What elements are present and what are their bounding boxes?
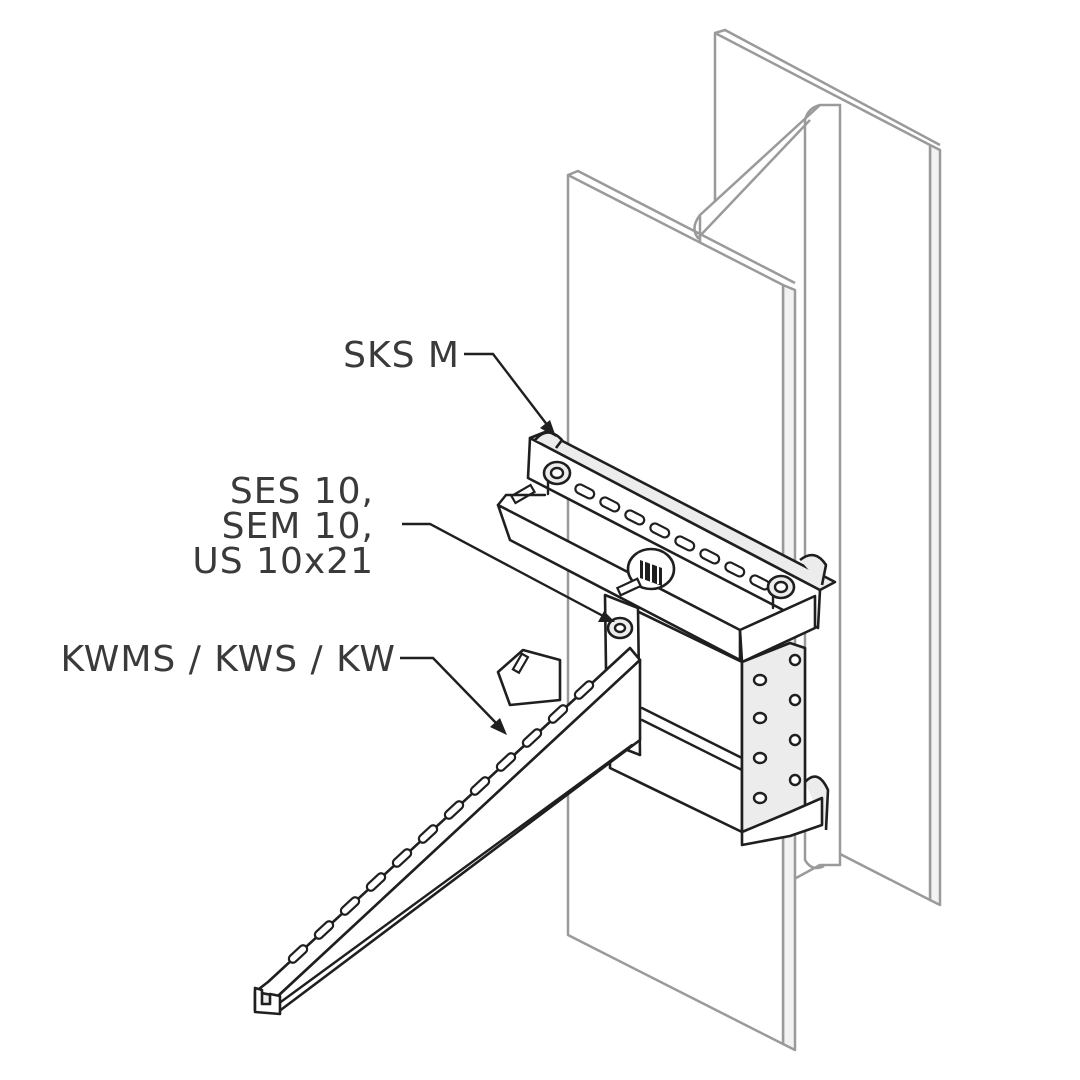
sks-m-clamp xyxy=(496,430,837,847)
back-flange-side xyxy=(928,143,942,907)
clamp-bolt-right xyxy=(766,574,796,610)
label-sks-m: SKS M xyxy=(343,335,460,376)
logo-badge xyxy=(626,547,676,591)
box-side-holes xyxy=(752,653,802,805)
kwms-cantilever-arm xyxy=(253,646,642,1016)
clamp-bottom-lip xyxy=(740,796,824,847)
upper-rail-slots xyxy=(574,483,771,591)
clamp-bolt-left xyxy=(542,460,572,496)
label-kwms-kws-kw: KWMS / KWS / KW xyxy=(60,639,396,680)
callout-kwms-leader xyxy=(400,656,507,735)
label-sem-10: SEM 10, xyxy=(222,506,374,547)
label-us-10x21: US 10x21 xyxy=(192,541,374,582)
fastener-bolt xyxy=(606,616,634,640)
callout-ses-leader xyxy=(402,522,615,622)
arm-end-profile xyxy=(253,986,282,1016)
label-ses-10: SES 10, xyxy=(230,471,374,512)
arm-slots xyxy=(287,680,595,964)
callout-sks-leader xyxy=(464,352,556,437)
clamp-hook-right xyxy=(799,553,828,586)
clamp-lower-left-wing xyxy=(496,648,562,707)
